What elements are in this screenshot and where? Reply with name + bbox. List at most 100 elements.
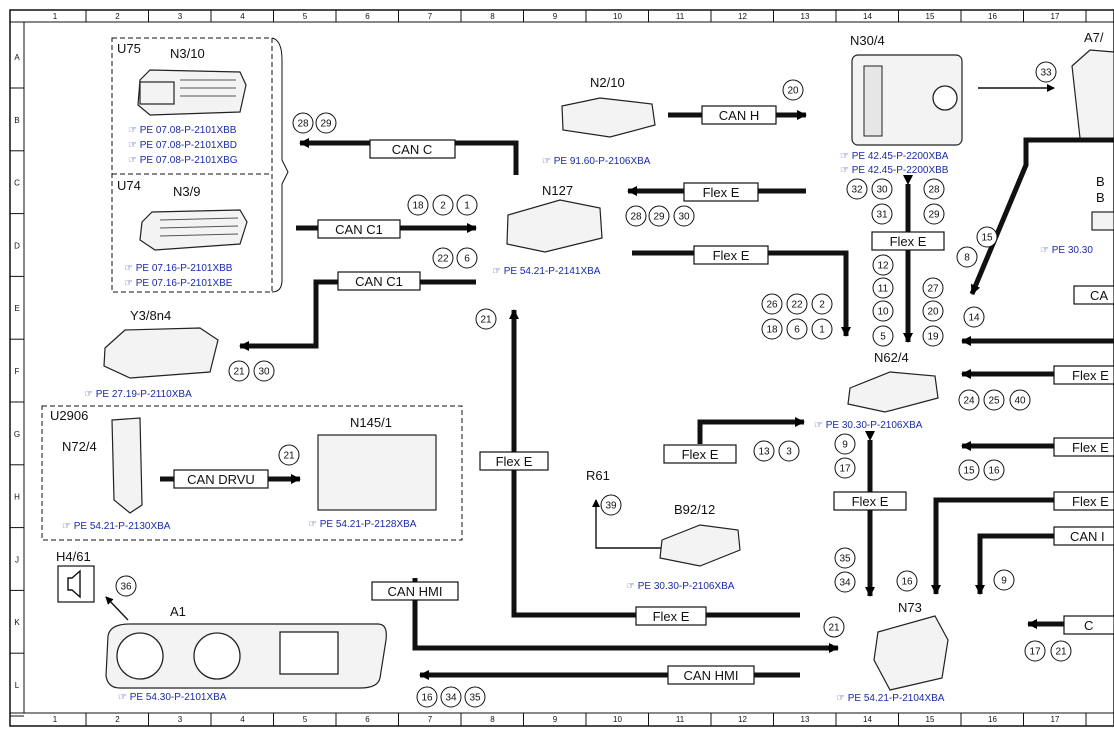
column-ruler-label: 12 [738,715,747,724]
connector-marker: 10 [872,300,894,322]
ref-u74-1[interactable]: ☞ PE 07.16-P-2101XBB [124,263,233,274]
doc-link-icon: ☞ [124,263,136,274]
column-ruler-label: 12 [738,12,747,21]
connector-marker-number: 35 [839,554,851,565]
row-ruler-label: D [14,241,20,250]
n127-label: N127 [542,183,573,198]
connector-marker: 35 [464,686,486,708]
ref-n62[interactable]: ☞ PE 30.30-P-2106XBA [814,420,923,431]
flex-e-vertical-line [509,309,800,618]
column-ruler-label: 15 [926,715,935,724]
column-ruler-label: 16 [988,715,997,724]
n3-10-ecu-icon [137,69,247,116]
connector-marker-number: 16 [988,466,1000,477]
connector-marker-number: 36 [120,582,132,593]
column-ruler-label: 6 [365,715,370,724]
n3-9-label: N3/9 [173,184,200,199]
flex-e-b92-box [663,444,737,464]
u75-label: U75 [117,41,141,56]
connector-marker: 17 [834,457,856,479]
connector-marker: 3 [778,440,800,462]
ref-n145[interactable]: ☞ PE 54.21-P-2128XBA [308,519,417,530]
connector-marker: 21 [1050,640,1072,662]
a7-device-icon [1071,49,1114,141]
ref-n73[interactable]: ☞ PE 54.21-P-2104XBA [836,693,945,704]
ref-b92[interactable]: ☞ PE 30.30-P-2106XBA [626,581,735,592]
column-ruler-label: 17 [1051,715,1060,724]
connector-marker: 32 [846,178,868,200]
connector-marker-number: 20 [787,86,799,97]
connector-marker: 25 [983,389,1005,411]
connector-marker: 30 [871,178,893,200]
ref-n30-2[interactable]: ☞ PE 42.45-P-2200XBB [840,165,949,176]
connector-marker-number: 21 [828,623,840,634]
connector-marker: 27 [922,277,944,299]
connector-marker-number: 30 [258,367,270,378]
right-flex-3-line [931,497,1114,595]
flex-e-bottom-label: Flex E [653,609,690,624]
column-ruler-label: 9 [553,12,558,21]
ref-n127[interactable]: ☞ PE 54.21-P-2141XBA [492,266,601,277]
connector-marker-number: 32 [851,185,863,196]
n127-module-icon [506,199,603,253]
connector-marker: 13 [753,440,775,462]
h4-61-pointer [105,596,129,621]
r61-pointer [592,499,662,549]
connector-marker: 12 [872,254,894,276]
connector-marker-number: 29 [653,212,665,223]
column-ruler-label: 4 [240,715,245,724]
ref-u75-3[interactable]: ☞ PE 07.08-P-2101XBG [128,155,238,166]
connector-marker: 11 [872,277,894,299]
doc-link-icon: ☞ [836,693,848,704]
connector-marker-number: 21 [480,315,492,326]
column-ruler-label: 14 [863,12,872,21]
row-ruler-label: B [14,116,19,125]
connector-marker-number: 21 [233,367,245,378]
right-can-label: CAN I [1070,529,1105,544]
ref-y3[interactable]: ☞ PE 27.19-P-2110XBA [84,389,192,400]
flex-e-n62-n73-label: Flex E [852,494,889,509]
n30-4-label: N30/4 [850,33,885,48]
n30-4-abs-unit-icon [851,54,963,146]
connector-marker-number: 27 [927,284,939,295]
connector-marker: 15 [976,226,998,248]
flex-e-n62-n73-box [833,491,907,511]
a1-instrument-cluster-icon [105,623,387,689]
right-ca-label: CA [1090,288,1108,303]
ref-right-partial[interactable]: ☞ PE 30.30 [1040,245,1093,256]
connector-marker-number: 22 [437,254,449,265]
connector-marker-number: 21 [283,451,295,462]
doc-link-icon: ☞ [118,692,130,703]
connector-marker: 19 [922,325,944,347]
connector-marker-number: 9 [1001,576,1007,587]
ref-u74-2[interactable]: ☞ PE 07.16-P-2101XBE [124,278,233,289]
can-hmi-1-line [412,578,839,653]
column-ruler-label: 5 [303,12,308,21]
connector-marker: 16 [416,686,438,708]
right-flex-2-label: Flex E [1072,440,1109,455]
doc-link-icon: ☞ [626,581,638,592]
ref-n2-10[interactable]: ☞ PE 91.60-P-2106XBA [542,156,651,167]
can-c1-b-label: CAN C1 [355,274,403,289]
ref-n30-1[interactable]: ☞ PE 42.45-P-2200XBA [840,151,949,162]
can-c1-a-box [317,219,401,239]
can-hmi-1-box [371,581,459,601]
doc-link-icon: ☞ [308,519,320,530]
ref-u75-1[interactable]: ☞ PE 07.08-P-2101XBB [128,125,237,136]
connector-marker: 5 [872,325,894,347]
connector-marker-number: 28 [297,119,309,130]
can-c-box [369,139,456,159]
column-ruler-label: 11 [676,12,685,21]
group-brace [271,37,289,293]
connector-marker-number: 35 [469,693,481,704]
connector-marker: 28 [923,178,945,200]
connector-marker-number: 30 [876,185,888,196]
column-ruler-label: 3 [178,12,183,21]
ref-u75-2[interactable]: ☞ PE 07.08-P-2101XBD [128,140,237,151]
right-flex-2-box [1053,437,1114,457]
ref-a1[interactable]: ☞ PE 54.30-P-2101XBA [118,692,227,703]
doc-link-icon: ☞ [128,125,140,136]
ref-n72[interactable]: ☞ PE 54.21-P-2130XBA [62,521,171,532]
n3-9-ecu-icon [139,209,248,251]
